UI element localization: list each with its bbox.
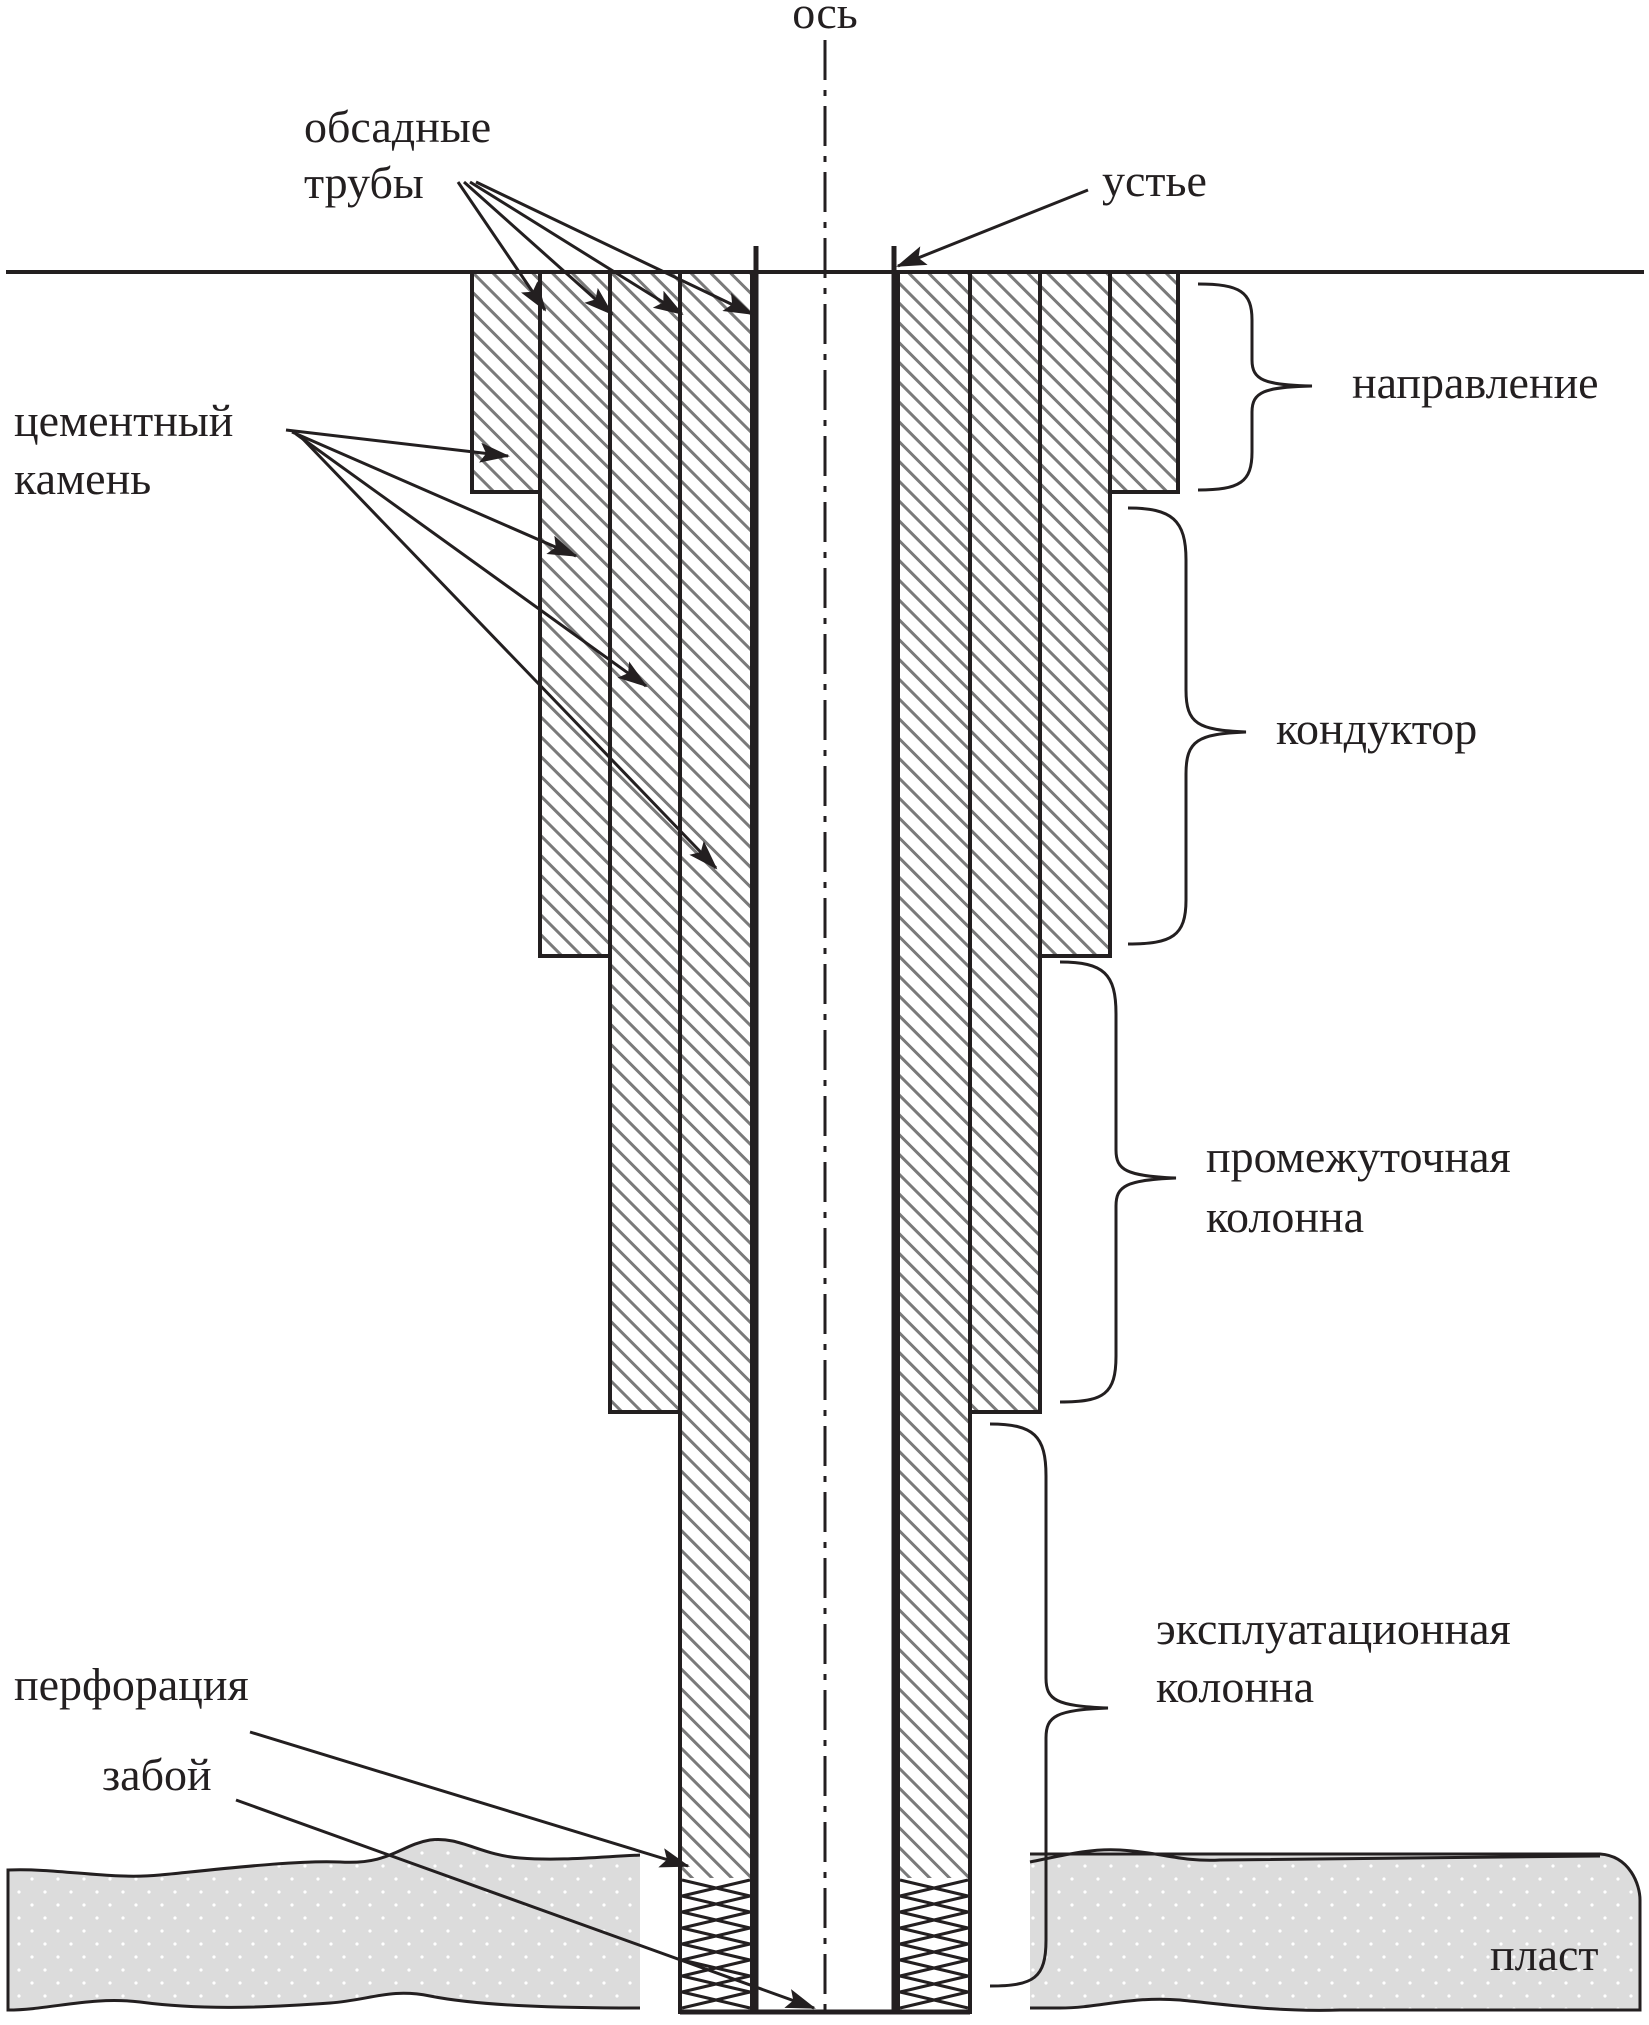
right-production-casing	[896, 270, 972, 2014]
label-perforation: перфорация	[14, 1659, 249, 1710]
label-formation: пласт	[1490, 1929, 1599, 1980]
perforation-left-zigzag	[681, 1878, 751, 2010]
left-production-casing	[678, 270, 754, 2014]
arrow-cement-production	[298, 434, 718, 870]
arrow-to-intermediate-casing	[469, 180, 684, 316]
right-conductor-pipe	[1108, 270, 1180, 494]
arrow-to-bottomhole	[235, 1798, 816, 2010]
perforation-left-zigzag-b	[681, 1878, 751, 2010]
brace-conductor-pipe	[1197, 282, 1313, 492]
perforation-zone	[681, 1878, 969, 2010]
label-wellhead: устье	[1102, 155, 1207, 206]
label-surface-casing: кондуктор	[1276, 703, 1477, 754]
left-surface-casing	[538, 270, 612, 958]
brace-intermediate-casing	[1059, 960, 1177, 1404]
right-intermediate-casing	[968, 270, 1042, 1414]
right-casing-column	[891, 246, 1180, 2014]
label-cement-stone-line2: камень	[14, 453, 151, 504]
perforation-right-zigzag-b	[899, 1878, 969, 2010]
label-production-casing-line2: колонна	[1156, 1661, 1314, 1712]
arrow-cement-surface	[291, 430, 578, 558]
brace-surface-casing	[1127, 506, 1247, 946]
arrow-cement-conductor	[285, 428, 510, 463]
arrow-to-conductor-pipe	[456, 181, 547, 312]
arrow-to-surface-casing	[463, 180, 614, 316]
label-conductor-pipe: направление	[1352, 357, 1599, 408]
left-conductor-pipe	[470, 270, 542, 494]
brace-production-casing	[989, 1422, 1109, 1988]
label-axis: ось	[792, 0, 858, 38]
perforation-right-zigzag	[899, 1878, 969, 2010]
arrow-to-production-casing	[475, 180, 754, 316]
label-bottomhole: забой	[102, 1749, 212, 1800]
label-cement-stone-line1: цементный	[14, 395, 233, 446]
left-intermediate-casing	[608, 270, 682, 1414]
label-intermediate-casing-line1: промежуточная	[1206, 1131, 1511, 1182]
label-intermediate-casing-line2: колонна	[1206, 1191, 1364, 1242]
left-casing-column	[470, 246, 759, 2014]
arrow-cement-intermediate	[295, 432, 648, 688]
label-casing-pipes-line1: обсадные	[304, 101, 491, 152]
arrow-to-perforation	[249, 1730, 690, 1868]
label-casing-pipes-line2: трубы	[304, 157, 424, 208]
label-production-casing-line1: эксплуатационная	[1156, 1603, 1511, 1654]
arrow-to-wellhead	[896, 188, 1089, 268]
cement-stone-arrows	[285, 428, 718, 870]
right-surface-casing	[1038, 270, 1112, 958]
casing-pipes-arrows	[456, 180, 754, 316]
formation-right-edge	[1029, 1848, 1601, 1864]
